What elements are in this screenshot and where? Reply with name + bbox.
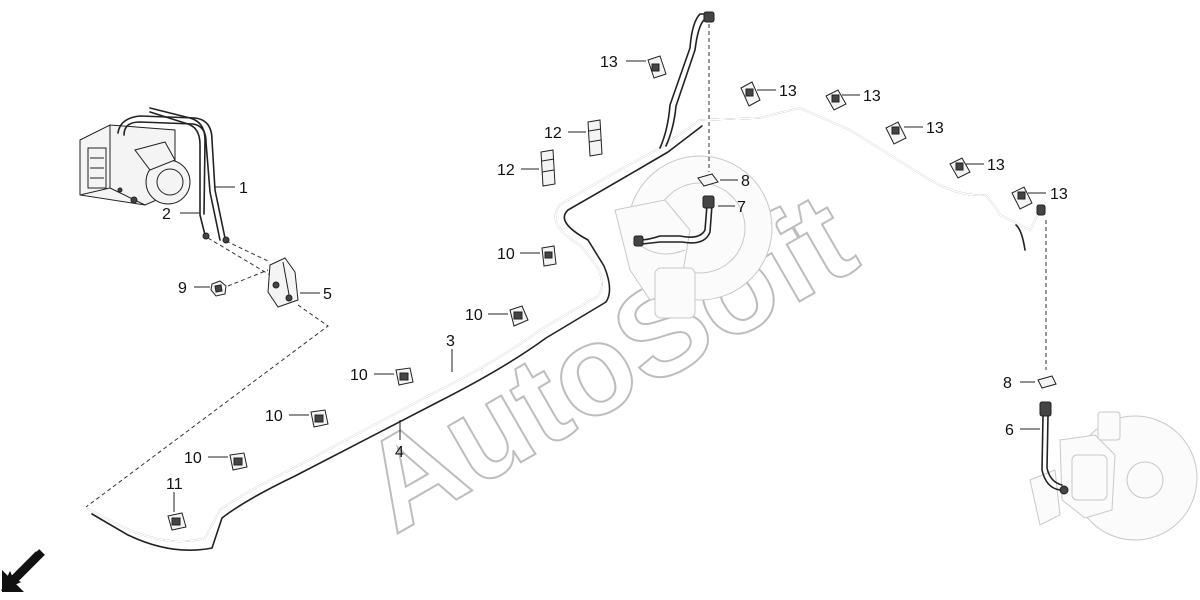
label-part-13-e: 13 — [987, 157, 1005, 174]
rear-line-end — [1015, 204, 1046, 251]
label-part-10-a: 10 — [497, 246, 515, 263]
clip-part-10-c — [395, 367, 414, 386]
label-part-12-b: 12 — [497, 162, 515, 179]
rear-brake-assembly — [1029, 411, 1198, 541]
label-part-5: 5 — [323, 286, 332, 303]
label-part-13-d: 13 — [926, 120, 944, 137]
label-part-8-rear: 8 — [1003, 375, 1012, 392]
clip-part-8-rear — [1037, 375, 1057, 389]
label-part-10-d: 10 — [265, 408, 283, 425]
watermark-text: AutoSoft — [338, 165, 877, 559]
clip-part-11 — [167, 512, 187, 531]
brake-line-3 — [87, 107, 1041, 543]
clip-part-10-b — [509, 305, 529, 327]
label-part-1: 1 — [239, 180, 248, 197]
clip-part-10-a — [541, 245, 557, 267]
clip-part-13-f — [1011, 186, 1033, 210]
brake-line-1 — [117, 115, 226, 241]
label-part-13-b: 13 — [779, 83, 797, 100]
front-brake-assembly-ghost — [614, 155, 773, 319]
clip-part-10-e — [229, 452, 248, 471]
clip-part-13-d — [885, 121, 907, 145]
label-part-11: 11 — [166, 476, 183, 493]
label-part-9: 9 — [178, 280, 187, 297]
label-part-13-c: 13 — [863, 88, 881, 105]
label-part-4: 4 — [395, 444, 404, 461]
clip-part-13-b — [740, 81, 761, 107]
label-part-10-c: 10 — [350, 367, 368, 384]
label-part-10-e: 10 — [184, 450, 202, 467]
nut-part-9 — [210, 280, 227, 297]
brake-hose-part-7 — [633, 195, 715, 247]
clip-part-8-front — [697, 173, 719, 187]
brake-line-2 — [149, 107, 230, 244]
abs-modulator-unit — [79, 124, 191, 206]
label-part-2: 2 — [162, 206, 171, 223]
label-part-13-a: 13 — [600, 54, 618, 71]
clip-part-12-a — [587, 119, 603, 157]
label-part-10-b: 10 — [465, 307, 483, 324]
label-part-13-f: 13 — [1050, 186, 1068, 203]
clip-part-13-a — [647, 55, 667, 79]
label-part-7: 7 — [737, 199, 746, 216]
brake-hose-part-6 — [1039, 401, 1069, 495]
bracket-part-5 — [267, 257, 299, 308]
brake-line-front-feed — [659, 11, 715, 149]
brake-line-4 — [91, 125, 703, 551]
clip-part-13-e — [949, 157, 971, 179]
clip-part-10-d — [310, 409, 329, 428]
label-part-3: 3 — [446, 333, 455, 350]
clip-part-12-b — [540, 149, 556, 187]
label-part-12-a: 12 — [544, 125, 562, 142]
label-part-6: 6 — [1005, 422, 1014, 439]
clip-part-13-c — [825, 89, 847, 111]
label-part-8-front: 8 — [741, 173, 750, 190]
arrow-down-left-icon — [1, 549, 45, 592]
watermark: AutoSoft — [337, 164, 878, 560]
